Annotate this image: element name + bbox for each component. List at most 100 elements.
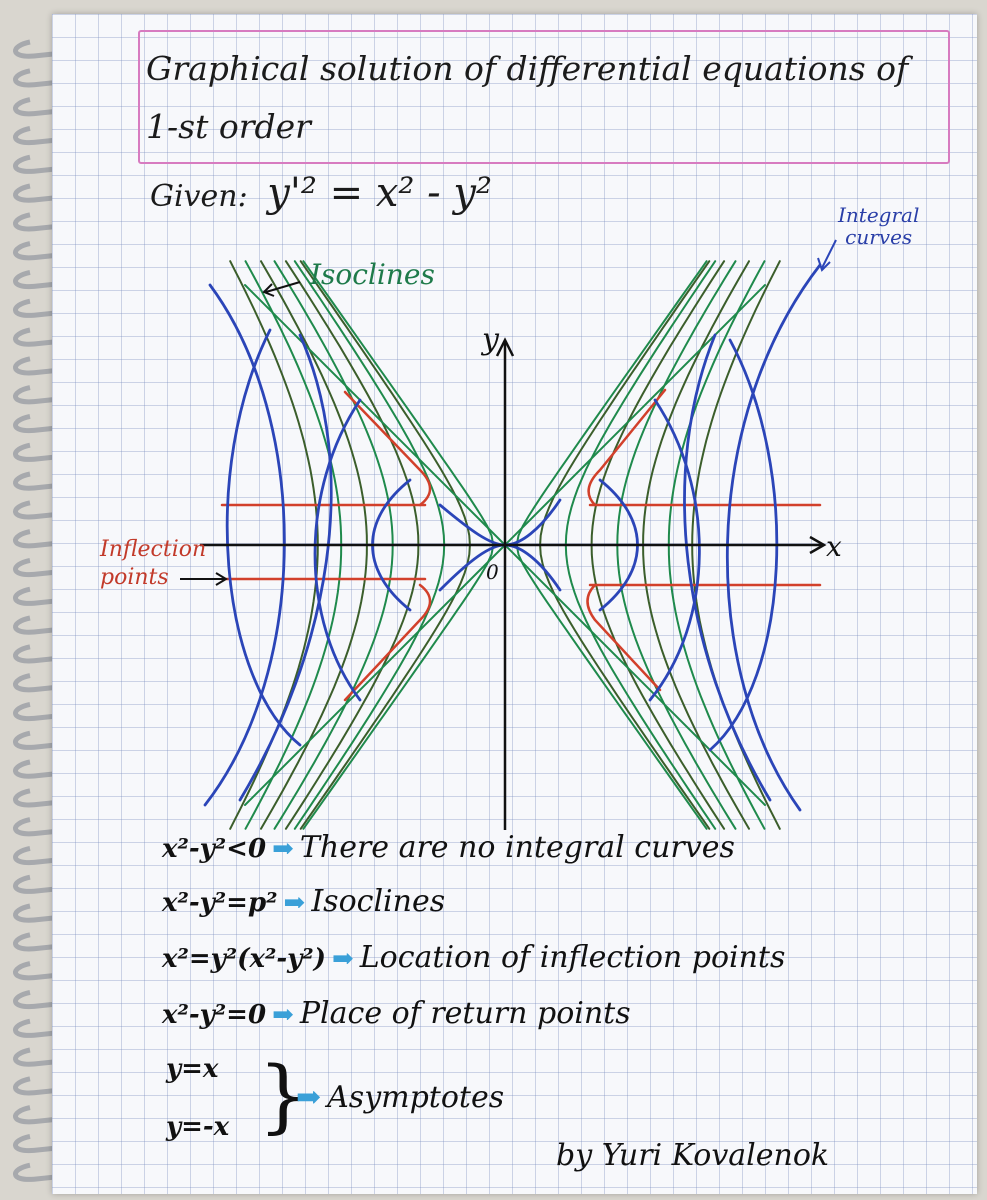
inflection-pointer-head <box>215 572 228 586</box>
fact-3-meaning: Location of inflection points <box>359 940 786 975</box>
y-axis-arrowhead <box>495 337 515 357</box>
binding-ring <box>13 385 93 405</box>
binding-ring <box>13 269 93 290</box>
fact-1-meaning: There are no integral curves <box>299 830 735 865</box>
fact-row-3: x²=y²(x²-y²)➡Location of inflection poin… <box>162 940 785 975</box>
binding-ring <box>13 845 93 866</box>
inflection-label-line1: Inflection <box>100 537 207 562</box>
binding-ring <box>13 730 93 750</box>
binding-ring <box>13 1105 93 1125</box>
integral-curve <box>225 328 302 747</box>
label-arrows <box>180 239 837 586</box>
binding-ring <box>13 557 93 578</box>
asymptotes-label: Asymptotes <box>327 1080 505 1115</box>
fact-2-condition: x²-y²=p² <box>162 888 278 918</box>
asymptotes-meaning: ➡Asymptotes <box>296 1080 504 1115</box>
binding-ring <box>13 759 93 779</box>
binding-ring <box>13 817 93 837</box>
binding-ring <box>13 471 93 491</box>
right-arrow-icon: ➡ <box>283 888 306 918</box>
curly-brace-icon: } <box>258 1049 309 1142</box>
binding-ring <box>13 615 93 635</box>
binding-ring <box>13 442 93 462</box>
asymptote-eq-2: y=-x <box>166 1112 230 1142</box>
inflection-points-label: Inflection points <box>100 536 206 592</box>
right-arrow-icon: ➡ <box>272 1000 294 1030</box>
binding-ring <box>13 673 93 693</box>
author-signature: by Yuri Kovalenok <box>556 1138 830 1173</box>
binding-ring <box>13 874 93 894</box>
given-equation: Given: y'² = x² - y² <box>150 170 492 216</box>
binding-ring <box>13 644 93 664</box>
inflection-lines <box>220 388 822 702</box>
axes <box>200 337 827 830</box>
isoclines-pointer-arrow <box>265 281 301 293</box>
binding-ring <box>13 356 93 376</box>
binding-ring <box>13 788 93 808</box>
integral-curve <box>683 333 772 802</box>
fact-4-meaning: Place of return points <box>299 996 631 1031</box>
fact-4-condition: x²-y²=0 <box>162 1000 267 1030</box>
binding-ring <box>13 413 93 434</box>
integral-curve <box>438 503 562 592</box>
asymptote-line <box>244 544 506 806</box>
given-label: Given: <box>150 179 248 214</box>
binding-ring <box>13 1047 93 1067</box>
notebook-page <box>52 14 977 1194</box>
integral-pointer-head <box>817 257 831 272</box>
binding-ring <box>13 500 93 520</box>
x-axis-label: x <box>826 530 842 563</box>
binding-ring <box>13 327 93 347</box>
inflection-label-line2: points <box>100 565 169 590</box>
fact-1-condition: x²-y²<0 <box>162 834 267 864</box>
binding-ring <box>13 183 93 203</box>
binding-ring <box>13 68 93 88</box>
binding-ring <box>13 97 93 117</box>
binding-ring <box>13 586 93 606</box>
binding-ring <box>13 961 93 981</box>
page-title: Graphical solution of differential equat… <box>146 49 909 146</box>
given-formula: y'² = x² - y² <box>267 170 492 216</box>
cusp-line <box>343 390 432 507</box>
asymptote-line <box>504 544 766 806</box>
x-axis-arrowhead <box>809 535 827 555</box>
binding-ring <box>13 701 93 722</box>
integral-curves-label-line2: curves <box>845 225 913 249</box>
right-arrow-icon: ➡ <box>331 944 354 974</box>
asymptote-eq-1: y=x <box>166 1054 219 1084</box>
title-box <box>138 30 950 164</box>
fact-row-1: x²-y²<0➡There are no integral curves <box>162 830 735 865</box>
integral-curves-label: Integral curves <box>838 204 919 248</box>
fact-3-condition: x²=y²(x²-y²) <box>162 944 326 974</box>
isoclines-label: Isoclines <box>310 258 435 291</box>
binding-ring <box>13 529 93 549</box>
integral-curve <box>238 333 333 802</box>
binding-ring <box>13 903 93 923</box>
integral-curve <box>648 398 701 702</box>
integral-curve <box>708 338 779 752</box>
binding-ring <box>13 241 93 261</box>
binding-ring <box>13 1162 93 1182</box>
asymptote-line <box>504 284 766 546</box>
binding-ring <box>13 125 93 146</box>
binding-ring <box>13 154 93 174</box>
isoclines-pointer-head <box>262 283 275 297</box>
binding-ring <box>13 1133 93 1154</box>
fact-row-4: x²-y²=0➡Place of return points <box>162 996 631 1031</box>
integral-pointer-arrow <box>821 239 837 269</box>
binding-ring <box>13 989 93 1010</box>
binding-ring <box>13 298 93 318</box>
right-arrow-icon: ➡ <box>296 1080 322 1115</box>
binding-ring <box>13 1076 93 1096</box>
fact-2-meaning: Isoclines <box>311 884 446 919</box>
integral-curve <box>725 263 822 812</box>
integral-curves-label-line1: Integral <box>838 203 920 227</box>
binding-ring <box>13 932 93 952</box>
right-arrow-icon: ➡ <box>272 834 294 864</box>
asymptote-line <box>244 284 506 546</box>
integral-curve <box>313 398 362 702</box>
cusp-line <box>587 388 667 507</box>
binding-ring <box>13 1018 93 1038</box>
y-axis-label: y <box>482 322 499 357</box>
